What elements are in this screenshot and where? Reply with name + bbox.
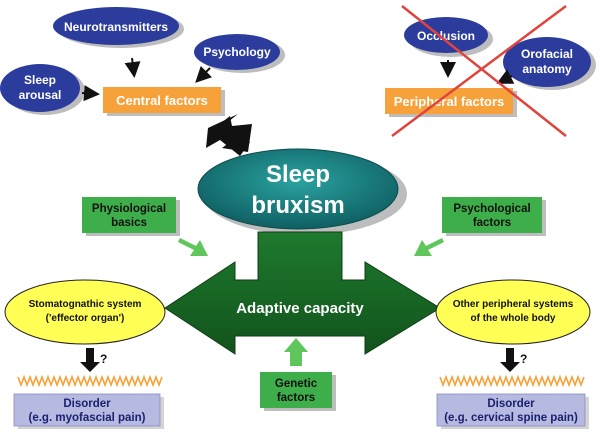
psychological-factors-box [442,197,542,233]
sleep-bruxism-label-1: Sleep [266,161,330,188]
left-disorder-label-2: (e.g. myofascial pain) [29,412,146,424]
peripheral-factors-label: Peripheral factors [394,94,505,109]
psychological-label-1: Psychological [453,203,530,215]
psychology-label: Psychology [203,45,271,59]
cross-line-1 [401,5,567,137]
right-question-mark: ? [520,352,527,366]
psychological-arrow [414,238,444,256]
other-systems-label-2: of the whole body [471,313,556,324]
genetic-arrow [284,338,308,366]
psychological-label-2: factors [473,217,511,229]
arrow-orofacial-to-peripheral [496,69,515,84]
orofacial-anatomy-node [503,37,591,87]
sleep-arousal-label-1: Sleep [24,73,56,87]
cross-line-2 [391,4,567,138]
neurotransmitters-label: Neurotransmitters [64,20,168,34]
orofacial-label-1: Orofacial [521,47,573,61]
arrow-psych-to-central [195,65,213,83]
right-down-arrow [500,348,520,372]
physiological-basics-box [82,197,176,233]
right-disorder-box [436,393,586,427]
stomatognathic-system-node [4,279,166,345]
left-zigzag-line [17,374,163,388]
arrow-arousal-to-central [81,85,100,102]
physiological-arrow [178,238,208,256]
stomatognathic-label-1: Stomatognathic system [29,299,142,310]
central-factors-group: Neurotransmitters Psychology Sleep arous… [0,7,285,116]
physiological-label-1: Physiological [92,203,166,215]
genetic-label-2: factors [277,392,315,404]
psychology-node [194,34,280,70]
other-peripheral-systems-node [435,279,591,345]
genetic-factors-box [260,372,332,408]
central-factors-label: Central factors [116,93,208,108]
central-factors-box [103,87,221,113]
big-black-arrow-head [206,114,250,156]
genetic-label-1: Genetic [275,378,318,390]
occlusion-node [404,17,488,53]
left-down-arrow [80,348,100,372]
other-systems-label-1: Other peripheral systems [453,299,574,310]
neurotransmitters-node [53,7,179,45]
left-disorder-label-1: Disorder [63,398,111,410]
sleep-bruxism-node [197,148,399,230]
occlusion-label: Occlusion [417,29,475,43]
adaptive-capacity-label: Adaptive capacity [236,300,364,317]
right-disorder-label-2: (e.g. cervical spine pain) [444,412,578,424]
peripheral-factors-group: Occlusion Orofacial anatomy Peripheral f… [385,4,596,138]
physiological-label-2: basics [111,217,147,229]
stomatognathic-label-2: ('effector organ') [46,313,125,324]
sleep-arousal-node [0,64,80,112]
sleep-bruxism-label-2: bruxism [251,192,344,219]
right-zigzag-line [439,374,585,388]
left-disorder-box [13,393,161,427]
left-question-mark: ? [100,352,107,366]
orofacial-label-2: anatomy [522,62,572,76]
adaptive-capacity-arrow [164,231,441,355]
sleep-arousal-label-2: arousal [19,88,62,102]
arrow-neuro-to-central [124,57,141,78]
right-disorder-label-1: Disorder [487,398,535,410]
